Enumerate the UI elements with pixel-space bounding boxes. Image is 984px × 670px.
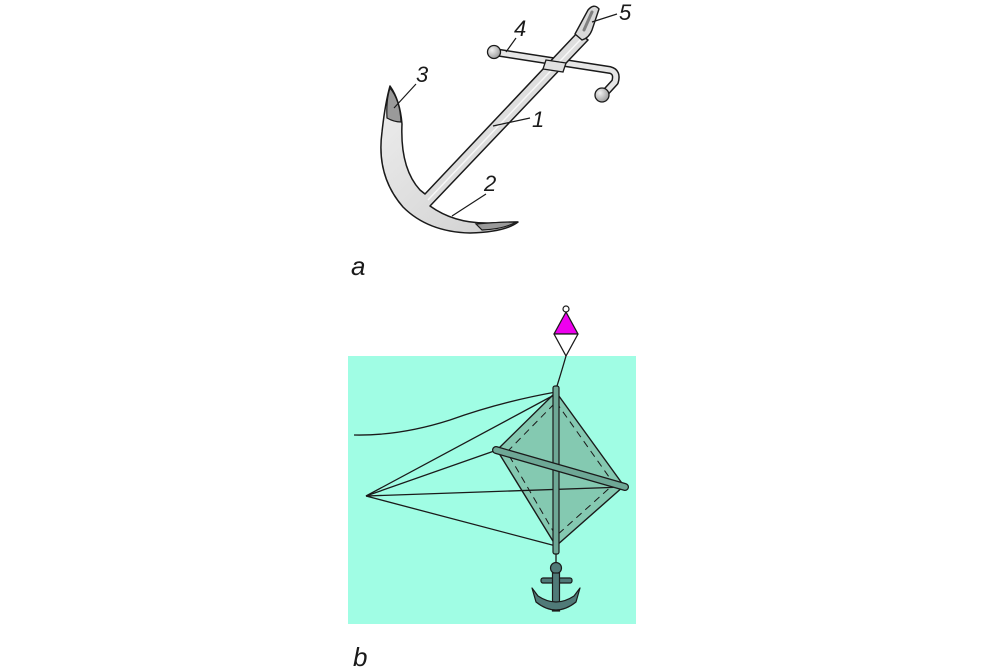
- callout-4: 4: [514, 16, 526, 41]
- anchor-illustration: [380, 5, 620, 234]
- fluke-palm-upper: [386, 86, 402, 123]
- panel-label-b: b: [353, 642, 367, 670]
- tow-lines: [353, 391, 625, 547]
- callout-5: 5: [619, 0, 632, 25]
- callout-3: 3: [416, 62, 429, 87]
- anchor-stock: [486, 44, 620, 103]
- panel-label-a: a: [351, 251, 365, 281]
- diagonal-spar: [492, 446, 629, 491]
- callout-2: 2: [483, 171, 496, 196]
- stock-ball-left: [486, 44, 502, 60]
- stock-ball-right: [594, 87, 610, 103]
- callout-1: 1: [532, 107, 544, 132]
- marker-buoy: [553, 305, 579, 387]
- fluke-palm-lower: [474, 221, 519, 231]
- callout-leaders: [393, 13, 618, 217]
- small-anchor-icon: [531, 572, 581, 612]
